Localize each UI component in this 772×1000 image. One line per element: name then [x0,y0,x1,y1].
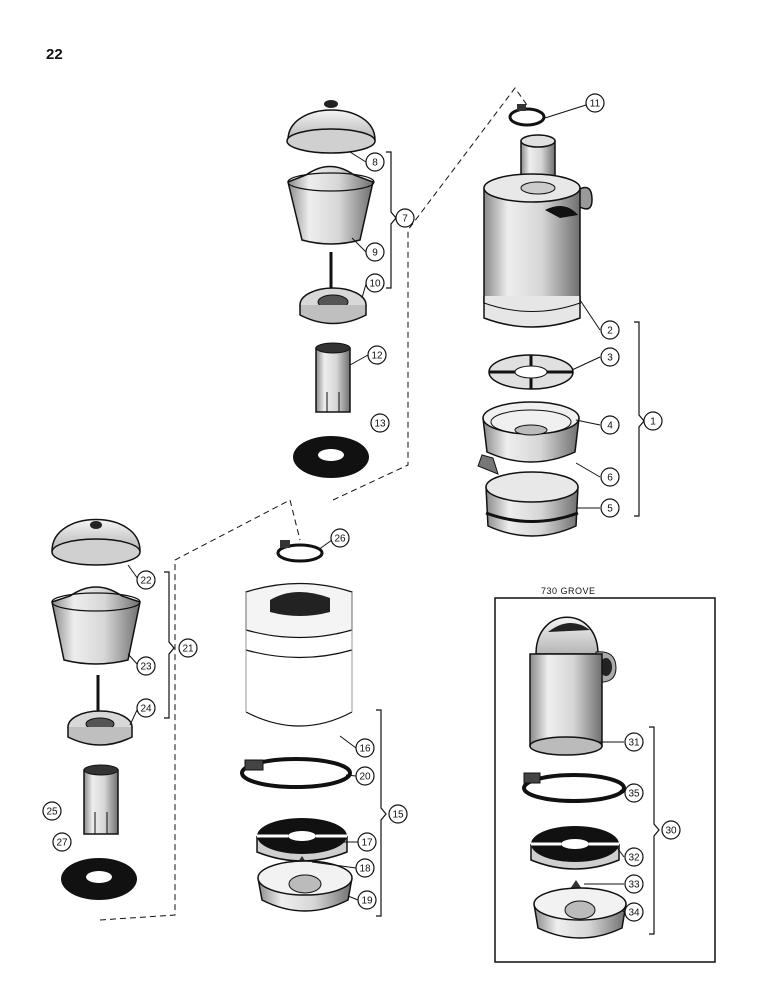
callout-7: 7 [395,208,415,228]
leader-lines [127,104,625,913]
shield-23-illustration [51,586,141,665]
cap-22-illustration [51,518,141,566]
bowl-19-illustration [257,860,353,912]
connector-lines [99,87,528,921]
baffle-24-illustration [67,675,133,746]
tube-25-illustration [83,764,119,835]
cap-8-illustration [286,100,376,154]
callout-16: 16 [355,738,375,758]
svg-text:8: 8 [372,158,378,169]
callouts: 11 8 7 9 10 12 13 2 3 4 1 6 5 26 22 21 2… [42,93,681,922]
svg-text:13: 13 [374,419,386,430]
body-16-illustration [245,582,353,727]
svg-text:4: 4 [607,421,613,432]
page-number: 22 [46,46,63,63]
callout-21: 21 [178,638,198,658]
svg-text:25: 25 [46,807,58,818]
plate-3-illustration [488,354,574,390]
callout-11: 12 [367,345,387,365]
callout-35: 35 [624,783,644,803]
clip-6-illustration [477,454,499,475]
tube-11-illustration [315,342,351,413]
bowl-5-illustration [485,471,579,537]
bowl-34-illustration [533,887,627,939]
svg-text:24: 24 [140,704,152,715]
callout-13: 13 [370,413,390,433]
body-31-illustration [529,616,617,756]
svg-text:2: 2 [607,326,613,337]
svg-text:31: 31 [628,738,640,749]
svg-text:1: 1 [650,417,656,428]
svg-text:34: 34 [628,908,640,919]
callout-34: 34 [624,902,644,922]
svg-text:10: 10 [369,279,381,290]
callout-25: 25 [42,801,62,821]
element-32-illustration [530,826,620,870]
callout-3: 3 [600,347,620,367]
svg-text:12: 12 [371,351,383,362]
clamp-20-illustration [240,757,352,789]
clamp-35-illustration [522,772,626,803]
svg-text:32: 32 [628,853,640,864]
callout-31: 31 [624,732,644,752]
svg-text:3: 3 [607,353,613,364]
gasket-13-illustration [293,436,369,478]
callout-24: 24 [136,698,156,718]
callout-9: 9 [365,242,385,262]
callout-33: 33 [624,874,644,894]
callout-1: 1 [643,411,663,431]
svg-text:21: 21 [182,644,194,655]
svg-text:17: 17 [361,838,373,849]
callout-17: 17 [357,832,377,852]
inset-title: 730 GROVE [541,586,596,596]
callout-19: 19 [357,890,377,910]
svg-text:15: 15 [392,810,404,821]
svg-text:7: 7 [402,214,408,225]
baffle-10-illustration [299,252,367,325]
callout-4: 4 [600,415,620,435]
callout-26: 26 [330,528,350,548]
callout-8: 8 [365,152,385,172]
svg-text:33: 33 [628,880,640,891]
brackets [164,151,660,935]
body-2-illustration [483,134,593,328]
callout-18: 18 [355,858,375,878]
shield-9-illustration [287,165,375,245]
svg-text:30: 30 [665,826,677,837]
callout-10: 10 [365,273,385,293]
svg-text:18: 18 [359,864,371,875]
callout-23: 23 [136,656,156,676]
callout-27: 27 [52,832,72,852]
svg-text:9: 9 [372,248,378,259]
svg-text:5: 5 [607,504,613,515]
callout-15: 15 [388,804,408,824]
callout-12: 11 [585,93,605,113]
callout-6: 6 [600,467,620,487]
callout-22: 22 [136,570,156,590]
svg-text:20: 20 [359,772,371,783]
clamp-26-illustration [276,540,324,563]
callout-5: 5 [600,498,620,518]
svg-text:11: 11 [590,99,601,110]
svg-text:26: 26 [334,534,346,545]
element-17-illustration [256,818,348,862]
svg-text:23: 23 [140,662,152,673]
callout-20: 20 [355,766,375,786]
callout-2: 2 [600,320,620,340]
svg-text:16: 16 [359,744,371,755]
svg-text:35: 35 [628,789,640,800]
cup-4-illustration [482,401,580,463]
inset-frame [494,597,716,963]
svg-text:27: 27 [56,838,68,849]
svg-text:19: 19 [361,896,373,907]
clamp-12-illustration [508,104,546,127]
gasket-27-illustration [61,858,137,900]
svg-text:6: 6 [607,473,613,484]
callout-32: 32 [624,847,644,867]
svg-text:22: 22 [140,576,152,587]
nut-33-illustration [570,880,582,889]
callout-30: 30 [661,820,681,840]
